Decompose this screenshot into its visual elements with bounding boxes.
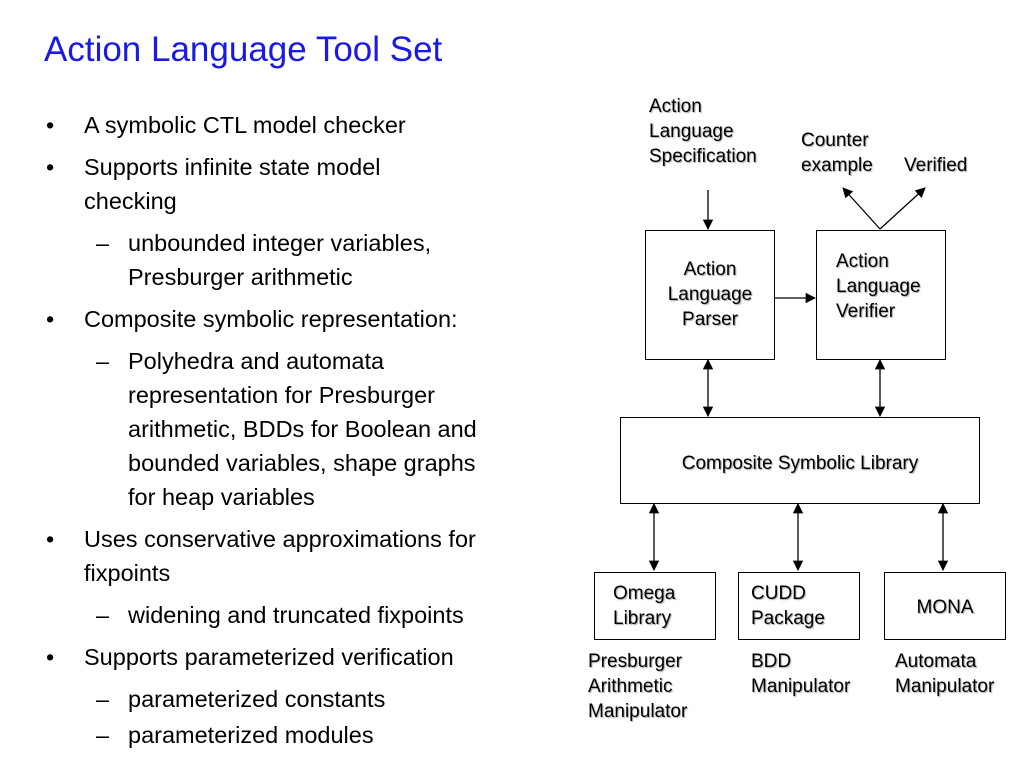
bullet-text: Supports parameterized verification (84, 644, 454, 670)
sub-bullet-item: –parameterized modules (44, 718, 564, 752)
sub-bullet-text: Polyhedra and automata representation fo… (128, 348, 477, 510)
composite-library-label: Composite Symbolic Library (681, 453, 919, 474)
bullet-text: A symbolic CTL model checker (84, 112, 406, 138)
sub-bullet-text: parameterized constants (128, 686, 386, 712)
sub-bullet-text: unbounded integer variables, Presburger … (128, 230, 432, 290)
bullet-item: • A symbolic CTL model checker (44, 108, 564, 142)
slide-title: Action Language Tool Set (44, 30, 443, 69)
bullet-marker: • (46, 154, 55, 180)
presburger-label: Presburger Arithmetic Manipulator (588, 651, 688, 722)
sub-bullet-text: widening and truncated fixpoints (128, 602, 464, 628)
bullet-text: Supports infinite state model checking (84, 154, 381, 214)
verifier-to-counterexample-arrow (842, 187, 881, 230)
verifier-box: Action Language Verifier (816, 230, 946, 360)
verified-label: Verified (904, 155, 968, 176)
sub-bullet-item: –unbounded integer variables, Presburger… (44, 226, 508, 294)
bullet-text: Composite symbolic representation: (84, 306, 458, 332)
omega-label: Omega Library (613, 583, 676, 629)
automata-label: Automata Manipulator (895, 651, 995, 697)
bullet-marker: • (46, 526, 55, 552)
parser-label: Action Language Parser (667, 259, 753, 330)
omega-box: Omega Library (594, 572, 716, 640)
input-spec-label: Action Language Specification (649, 96, 757, 167)
cudd-box: CUDD Package (738, 572, 860, 640)
composite-library-box: Composite Symbolic Library (620, 417, 980, 504)
mona-label: MONA (916, 597, 974, 618)
bullet-item: • Supports parameterized verification (44, 640, 564, 674)
bullet-item: • Composite symbolic representation: (44, 302, 564, 336)
verifier-label: Action Language Verifier (836, 251, 921, 322)
sub-bullet-item: –widening and truncated fixpoints (44, 598, 564, 632)
sub-bullet-marker: – (96, 602, 110, 628)
bullet-text: Uses conservative approximations for fix… (84, 526, 476, 586)
sub-bullet-marker: – (96, 230, 110, 256)
sub-bullet-text: parameterized modules (128, 722, 374, 748)
cudd-label: CUDD Package (751, 583, 825, 629)
bullet-marker: • (46, 644, 55, 670)
mona-box: MONA (884, 572, 1006, 640)
sub-bullet-item: –parameterized constants (44, 682, 564, 716)
bullet-item: • Uses conservative approximations for fi… (44, 522, 524, 590)
bullet-marker: • (46, 112, 55, 138)
bullet-item: • Supports infinite state model checking (44, 150, 464, 218)
sub-bullet-item: –Polyhedra and automata representation f… (44, 344, 508, 514)
bullet-list: • A symbolic CTL model checker • Supports … (44, 108, 564, 754)
parser-box: Action Language Parser (645, 230, 775, 360)
counter-example-label: Counter example (801, 130, 873, 176)
verifier-to-verified-arrow (879, 187, 926, 230)
sub-bullet-marker: – (96, 722, 110, 748)
bdd-label: BDD Manipulator (751, 651, 851, 697)
sub-bullet-marker: – (96, 686, 110, 712)
sub-bullet-marker: – (96, 348, 110, 374)
bullet-marker: • (46, 306, 55, 332)
